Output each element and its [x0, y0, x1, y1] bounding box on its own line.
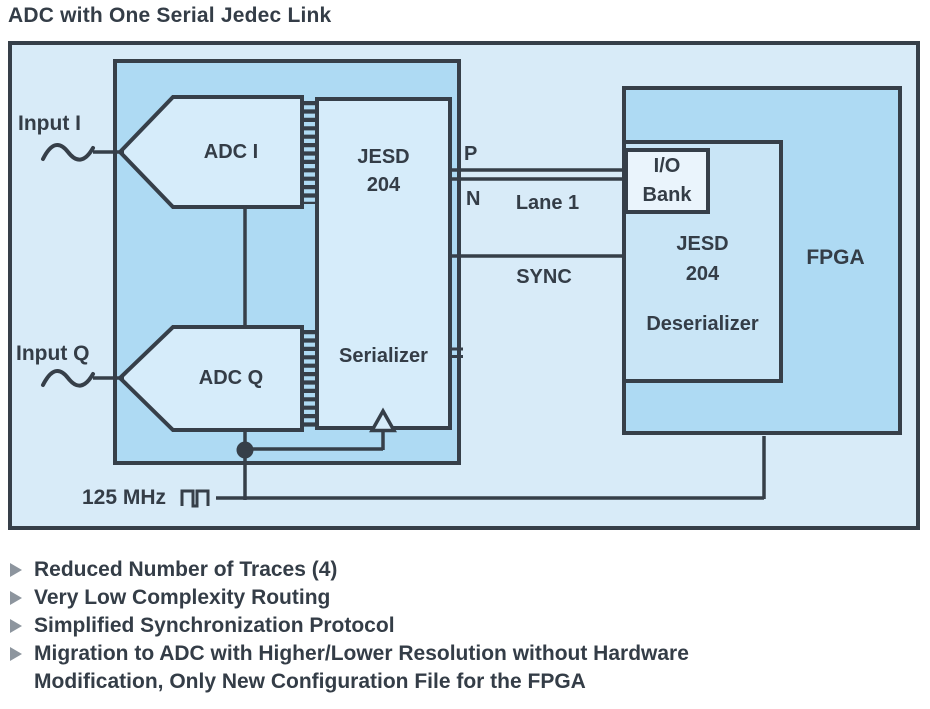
serializer-label: Serializer: [339, 345, 428, 367]
serializer-jesd-line: JESD: [357, 146, 410, 168]
io-bank-label: I/O Bank: [624, 152, 710, 210]
clock-frequency-label: 125 MHz: [81, 486, 166, 509]
lane1-label: Lane 1: [515, 192, 580, 214]
adc-i-label: ADC I: [203, 141, 259, 163]
list-item: Reduced Number of Traces (4): [10, 556, 689, 584]
io-bank-line1: I/O: [653, 155, 681, 177]
bullet-triangle-icon: [10, 647, 22, 661]
lane-p-label: P: [464, 143, 478, 165]
adc-q-label: ADC Q: [198, 367, 264, 389]
jesd204-serializer-box: [315, 97, 452, 430]
bullet-triangle-icon: [10, 619, 22, 633]
serializer-204-line: 204: [366, 174, 401, 196]
deserializer-204-line: 204: [685, 263, 720, 285]
input-i-label: Input I: [18, 112, 81, 135]
list-item: Migration to ADC with Higher/Lower Resol…: [10, 640, 689, 696]
block-diagram: Input I Input Q ADC I ADC Q JESD 204 Ser…: [8, 41, 920, 530]
sync-label: SYNC: [516, 266, 572, 288]
serializer-jesd204-label: JESD 204: [315, 143, 452, 199]
list-item: Simplified Synchronization Protocol: [10, 612, 689, 640]
lane-n-label: N: [466, 188, 481, 210]
io-bank-box: [624, 148, 710, 214]
bullet-triangle-icon: [10, 563, 22, 577]
bullet-text: Reduced Number of Traces (4): [34, 558, 338, 581]
deserializer-jesd204-label: JESD 204: [622, 229, 783, 289]
page-title: ADC with One Serial Jedec Link: [8, 4, 332, 27]
list-item: Very Low Complexity Routing: [10, 584, 689, 612]
bullet-triangle-icon: [10, 591, 22, 605]
bullet-text: Simplified Synchronization Protocol: [34, 614, 395, 637]
bullet-text: Migration to ADC with Higher/Lower Resol…: [34, 640, 689, 696]
feature-bullet-list: Reduced Number of Traces (4) Very Low Co…: [10, 556, 689, 696]
io-bank-line2: Bank: [642, 184, 692, 206]
bullet-text-line2: Modification, Only New Configuration Fil…: [34, 670, 586, 693]
deserializer-label: Deserializer: [646, 313, 759, 335]
fpga-label: FPGA: [806, 246, 865, 269]
bullet-text: Very Low Complexity Routing: [34, 586, 331, 609]
input-q-label: Input Q: [16, 342, 90, 365]
bullet-text-line1: Migration to ADC with Higher/Lower Resol…: [34, 642, 689, 665]
deserializer-jesd-line: JESD: [676, 233, 729, 255]
